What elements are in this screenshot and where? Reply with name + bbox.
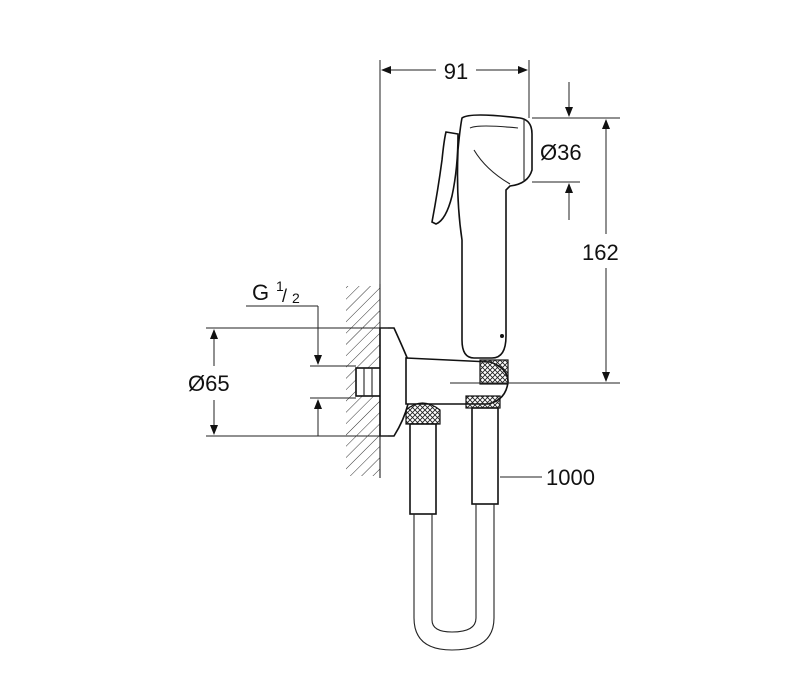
label-1000: 1000 — [546, 465, 595, 490]
label-thread-den: 2 — [292, 290, 300, 306]
label-thread-slash: / — [282, 286, 287, 306]
dim-width-91: 91 — [381, 59, 530, 118]
hose — [413, 504, 495, 651]
label-thread-prefix: G — [252, 280, 269, 305]
label-91: 91 — [444, 59, 468, 84]
right-hose-connector — [465, 395, 501, 505]
dim-thread: G 1 / 2 — [246, 278, 322, 436]
dim-hose-length: 1000 — [500, 465, 595, 490]
left-hose-nut — [405, 402, 441, 515]
hand-spray — [431, 114, 533, 359]
threaded-inlet — [310, 365, 385, 399]
dim-spray-diameter: Ø36 — [532, 82, 620, 220]
wall-flange — [379, 327, 409, 437]
label-diameter-36: Ø36 — [540, 140, 582, 165]
dim-height-162: 162 — [582, 119, 619, 382]
dim-flange-diameter: Ø65 — [188, 327, 388, 437]
label-diameter-65: Ø65 — [188, 371, 230, 396]
wall — [346, 60, 381, 478]
label-162: 162 — [582, 240, 619, 265]
elbow-body — [405, 357, 620, 405]
label-thread-num: 1 — [276, 278, 284, 294]
